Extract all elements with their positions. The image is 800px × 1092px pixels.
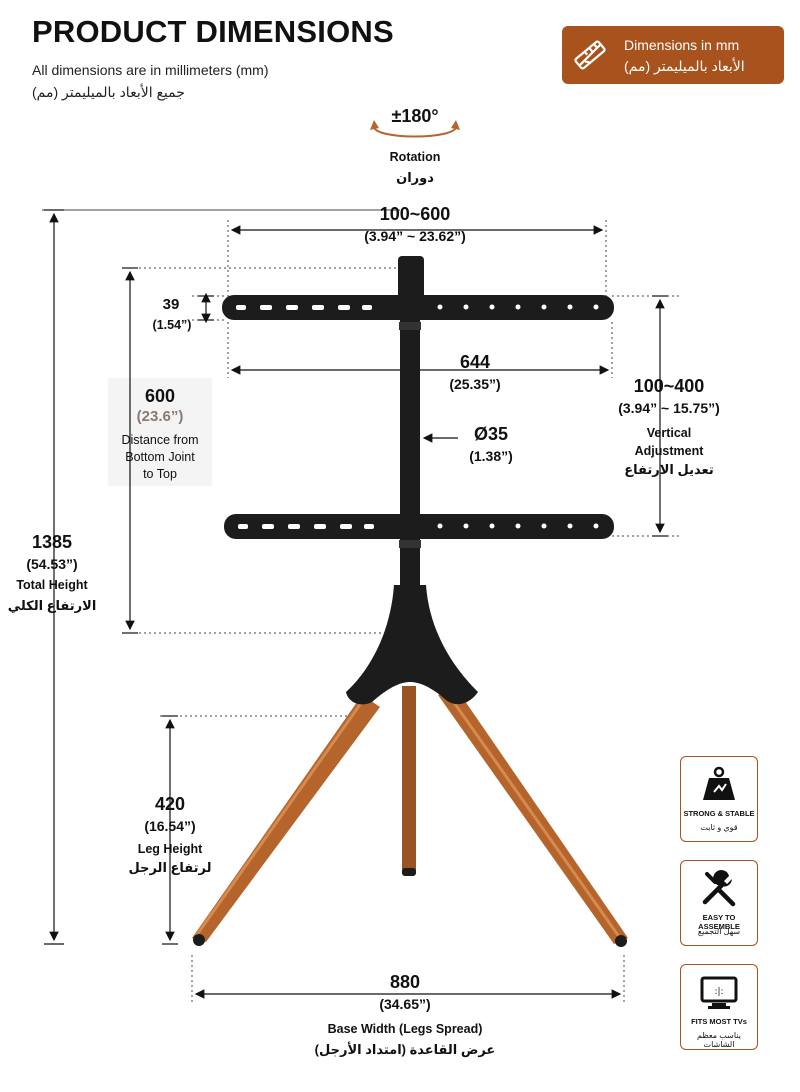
rotation-arrow-icon: [370, 120, 460, 138]
leg-left: [192, 695, 380, 946]
vertical-adjust-label-arabic: تعديل الارتفاع: [624, 462, 714, 477]
badge-line2: الأبعاد بالميليمتر (مم): [624, 58, 745, 74]
ruler-icon: [574, 40, 606, 70]
page-subtitle: All dimensions are in millimeters (mm): [32, 62, 269, 78]
total-height-inch: (54.53”): [26, 556, 78, 572]
units-badge: Dimensions in mm الأبعاد بالميليمتر (مم): [562, 26, 784, 84]
leg-height-label: Leg Height: [137, 842, 203, 856]
feature-label-arabic: قوي و ثابت: [700, 823, 738, 832]
feature-strong-stable: STRONG & STABLE قوي و ثابت: [680, 756, 758, 842]
leg-height-value: 420: [154, 794, 186, 814]
tools-icon: [702, 870, 736, 907]
leg-right: [438, 688, 628, 947]
joint-distance-label1: Distance from: [121, 433, 199, 447]
feature-label: STRONG & STABLE: [683, 809, 755, 818]
feature-fits-tvs: :|: FITS MOST TVs يناسب معظم الشاشات: [680, 964, 758, 1050]
joint-distance-value: 600: [144, 386, 176, 406]
vertical-adjust-label2: Adjustment: [634, 444, 704, 458]
bracket-length-value: 644: [459, 352, 491, 372]
weight-icon: [703, 766, 735, 800]
leg-middle: [402, 686, 416, 876]
pole: [400, 320, 420, 650]
tv-icon: :|:: [700, 976, 738, 1009]
bracket-top: [222, 295, 614, 320]
page-subtitle-arabic: جميع الأبعاد بالميليمتر (مم): [32, 84, 185, 100]
bracket-bottom: [224, 514, 614, 539]
feature-easy-assemble: EASY TO ASSEMBLE سهل التجميع: [680, 860, 758, 946]
feature-label: EASY TO ASSEMBLE: [698, 913, 740, 931]
bracket-height-value: 39: [162, 296, 180, 313]
tripod-joint: [346, 585, 478, 705]
vertical-adjust-label1: Vertical: [646, 426, 692, 440]
mount-width-inch: (3.94” ~ 23.62”): [364, 228, 466, 244]
page-title: PRODUCT DIMENSIONS: [32, 14, 394, 49]
total-height-label: Total Height: [16, 578, 88, 592]
mount-width-value: 100~600: [379, 204, 451, 224]
pole-diameter-value: Ø35: [473, 424, 509, 444]
rotation-value: ±180°: [391, 106, 439, 126]
total-height-value: 1385: [31, 532, 73, 552]
pole-diameter-inch: (1.38”): [469, 448, 513, 464]
bracket-height-inch: (1.54”): [152, 318, 192, 332]
feature-label-arabic: يناسب معظم الشاشات: [697, 1031, 741, 1049]
base-width-label-arabic: عرض القاعدة (امتداد الأرجل): [314, 1042, 496, 1057]
leg-height-inch: (16.54”): [144, 818, 196, 834]
leg-height-label-arabic: لرتفاع الرجل: [128, 860, 212, 875]
base-width-value: 880: [389, 972, 421, 992]
badge-line1: Dimensions in mm: [624, 37, 740, 53]
rotation-label-arabic: دوران: [396, 170, 434, 185]
vertical-adjust-inch: (3.94” ~ 15.75”): [618, 400, 720, 416]
rotation-label: Rotation: [389, 150, 441, 164]
base-width-inch: (34.65”): [379, 996, 431, 1012]
feature-label-arabic: سهل التجميع: [697, 927, 741, 936]
joint-distance-inch: (23.6”): [136, 408, 184, 425]
feature-label: FITS MOST TVs: [691, 1017, 747, 1026]
bracket-length-inch: (25.35”): [449, 376, 501, 392]
vertical-adjust-value: 100~400: [633, 376, 705, 396]
joint-distance-label3: to Top: [143, 467, 177, 481]
base-width-label: Base Width (Legs Spread): [327, 1022, 483, 1036]
total-height-label-arabic: الارتفاع الكلي: [7, 598, 97, 613]
joint-distance-label2: Bottom Joint: [125, 450, 195, 464]
svg-text::|:: :|:: [714, 987, 723, 997]
